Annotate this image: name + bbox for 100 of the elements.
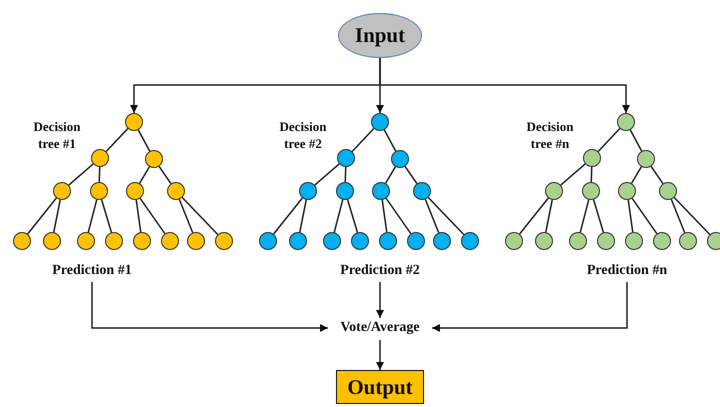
tree-branch-line [674,196,710,236]
tree-node-circle [391,150,409,168]
tree-branch-line [98,166,100,182]
tree-branch-line [580,200,590,232]
tree-branch-line [519,198,549,234]
tree-node-circle [77,232,95,250]
tree-branch-line [299,200,307,232]
tree-node-circle [618,182,636,200]
tree-node-circle [505,232,523,250]
tree-branch-line [314,163,340,186]
tree-node-circle [617,113,635,131]
tree-node-circle [323,232,341,250]
arrow [432,282,628,332]
tree-branch-line [670,199,686,233]
tree-branch-line [27,198,57,234]
tree-branch-line [592,199,604,233]
tree-branch-line [428,196,464,236]
tree-label: Decision tree #n [526,118,574,152]
tree-label: Decision tree #1 [32,118,82,152]
tree-branch-line [650,166,664,184]
tree-branch-line [628,200,634,232]
tree-node-circle [433,232,451,250]
tree-label: Decision tree #2 [278,118,328,152]
arrow [376,340,384,370]
tree-branch-line [545,200,553,232]
output-box: Output [336,370,424,404]
tree-node-circle [597,232,615,250]
tree-branch-line [404,166,418,184]
tree-branch-line [182,196,218,236]
tree-node-circle [379,232,397,250]
arrow [376,282,384,318]
tree-branch-line [334,200,344,232]
arrow [91,282,328,332]
prediction-label: Prediction #1 [37,262,147,280]
tree-node-circle [351,232,369,250]
tree-node-circle [125,113,143,131]
tree-branch-line [632,198,658,234]
tree-node-circle [13,232,31,250]
tree-branch-line [273,198,303,234]
tree-branch-line [138,166,150,184]
tree-node-circle [371,113,389,131]
tree-branch-line [158,166,172,184]
tree-node-circle [259,232,277,250]
tree-branch-line [178,199,194,233]
tree-node-circle [133,232,151,250]
tree-branch-line [382,200,388,232]
tree-node-circle [289,232,307,250]
tree-branch-line [53,200,61,232]
tree-node-circle [679,232,697,250]
tree-node-circle [145,150,163,168]
prediction-label: Prediction #n [572,262,682,280]
tree-node-circle [407,232,425,250]
tree-branch-line [384,130,396,152]
tree-branch-line [68,163,94,186]
tree-node-circle [637,150,655,168]
prediction-label: Prediction #2 [325,262,435,280]
tree-branch-line [384,166,396,184]
tree-branch-line [136,200,142,232]
tree-node-circle [126,182,144,200]
aggregation-label: Vote/Average [328,318,432,338]
tree-branch-line [88,200,98,232]
tree-node-circle [653,232,671,250]
tree-branch-line [630,166,642,184]
tree-node-circle [53,182,71,200]
tree-branch-line [140,198,166,234]
tree-node-circle [583,149,601,167]
tree-branch-line [100,199,112,233]
tree-node-circle [707,232,720,250]
tree-node-circle [413,182,431,200]
tree-node-circle [90,182,108,200]
tree-branch-line [344,166,346,182]
tree-node-circle [167,182,185,200]
tree-node-circle [91,149,109,167]
tree-node-circle [582,182,600,200]
tree-branch-line [138,130,150,152]
tree-branch-line [346,199,358,233]
tree-branch-line [106,128,128,152]
tree-node-circle [161,232,179,250]
tree-branch-line [386,198,412,234]
tree-node-circle [659,182,677,200]
tree-node-circle [569,232,587,250]
tree-node-circle [105,232,123,250]
tree-node-circle [215,232,233,250]
tree-node-circle [299,182,317,200]
arrow [379,58,630,113]
tree-branch-line [630,130,642,152]
input-ellipse: Input [338,13,422,58]
tree-node-circle [187,232,205,250]
tree-branch-line [560,163,586,186]
tree-branch-line [424,199,440,233]
tree-node-circle [535,232,553,250]
tree-branch-line [352,128,374,152]
tree-branch-line [598,128,620,152]
tree-node-circle [545,182,563,200]
tree-node-circle [336,182,354,200]
tree-node-circle [372,182,390,200]
tree-node-circle [337,149,355,167]
tree-node-circle [625,232,643,250]
tree-branch-line [590,166,592,182]
tree-node-circle [461,232,479,250]
